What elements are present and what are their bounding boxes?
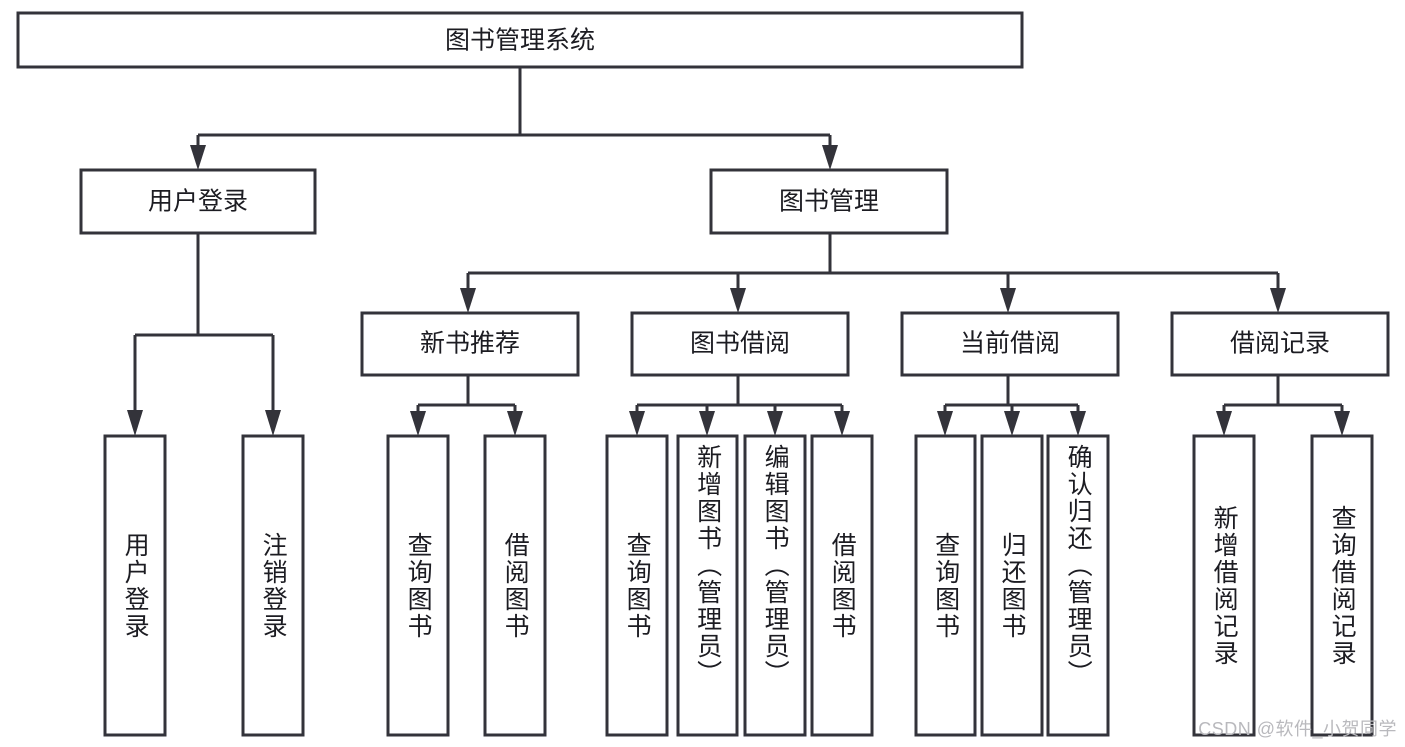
node-book-borrow-label: 图书借阅 [690, 330, 790, 358]
node-current-borrow-box[interactable] [900, 311, 1120, 377]
node-borrow-record-box[interactable] [1170, 311, 1390, 377]
node-new-book-label: 新书推荐 [420, 330, 520, 358]
watermark-text: CSDN @软件_小贺同学 [1198, 719, 1397, 739]
node-book-mgmt-box[interactable] [709, 168, 949, 235]
leaf-book-borrow-4-box[interactable] [810, 434, 874, 737]
nodes-group: 图书管理系统 用户登录 图书管理 新书推荐 图书借阅 当前借阅 借阅记录 [16, 11, 1390, 737]
arrow-user-login-leaf-1 [127, 410, 143, 436]
leaf-current-borrow-3-box[interactable] [1046, 434, 1110, 737]
arrow-new-book-leaf-1 [410, 411, 426, 436]
arrow-root-to-book-mgmt [822, 145, 838, 170]
arrow-new-book-leaf-2 [507, 411, 523, 436]
arrow-book-borrow-leaf-4 [834, 411, 850, 436]
node-root-label: 图书管理系统 [445, 27, 595, 55]
arrow-root-to-user-login [190, 145, 206, 170]
arrow-book-mgmt-child-4 [1270, 288, 1286, 313]
edges-group [127, 67, 1350, 436]
node-borrow-record-label: 借阅记录 [1230, 330, 1330, 358]
arrow-current-borrow-leaf-3 [1070, 411, 1086, 436]
arrow-book-borrow-leaf-3 [767, 411, 783, 436]
leaf-new-book-2-box[interactable] [483, 434, 547, 737]
arrow-current-borrow-leaf-1 [937, 411, 953, 436]
arrow-borrow-record-leaf-1 [1216, 411, 1232, 436]
arrow-book-mgmt-child-1 [460, 288, 476, 313]
arrow-borrow-record-leaf-2 [1334, 411, 1350, 436]
node-user-login-box[interactable] [79, 168, 317, 235]
arrow-user-login-leaf-2 [265, 410, 281, 436]
leaf-borrow-record-1-box[interactable] [1192, 434, 1256, 737]
arrow-book-mgmt-child-3 [1000, 288, 1016, 313]
leaf-borrow-record-2-box[interactable] [1310, 434, 1374, 737]
arrow-book-borrow-leaf-1 [629, 411, 645, 436]
leaf-book-borrow-2-box[interactable] [676, 434, 739, 737]
leaf-new-book-1-box[interactable] [386, 434, 450, 737]
arrow-book-borrow-leaf-2 [699, 411, 715, 436]
leaf-current-borrow-1-box[interactable] [914, 434, 977, 737]
node-current-borrow-label: 当前借阅 [960, 330, 1060, 358]
node-root-box[interactable] [16, 11, 1024, 69]
node-book-mgmt-label: 图书管理 [779, 188, 879, 216]
arrow-book-mgmt-child-2 [730, 288, 746, 313]
node-new-book-box[interactable] [360, 311, 580, 377]
arrow-current-borrow-leaf-2 [1004, 411, 1020, 436]
node-book-borrow-box[interactable] [630, 311, 850, 377]
leaf-book-borrow-1-box[interactable] [605, 434, 669, 737]
leaf-user-login-1-box[interactable] [103, 434, 167, 737]
node-user-login-label: 用户登录 [148, 188, 248, 216]
leaf-user-login-2-box[interactable] [241, 434, 305, 737]
leaf-current-borrow-2-box[interactable] [980, 434, 1044, 737]
leaf-book-borrow-3-box[interactable] [743, 434, 807, 737]
